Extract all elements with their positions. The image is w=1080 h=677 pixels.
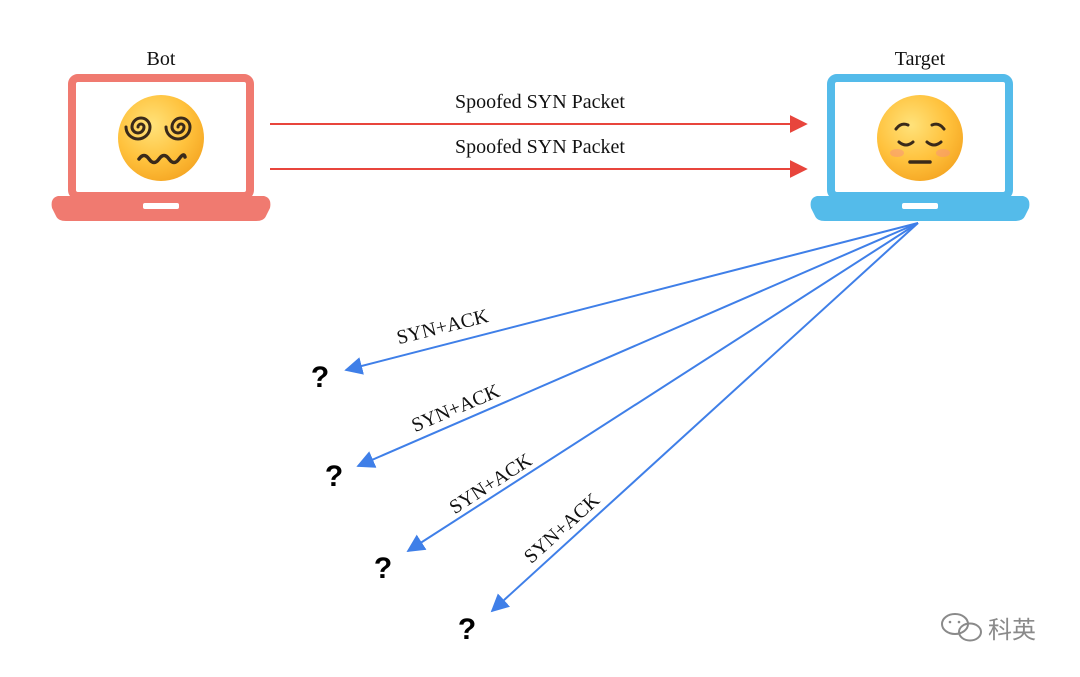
spoofed-arrow-label: Spoofed SYN Packet [455, 91, 625, 113]
unknown-recipient-mark: ? [374, 552, 392, 585]
synack-label: SYN+ACK [446, 449, 537, 519]
synack-arrow-2: SYN+ACK ? [325, 222, 919, 493]
watermark: 科英 [941, 613, 1036, 644]
synack-arrow-4: SYN+ACK ? [458, 222, 919, 646]
wechat-icon [941, 613, 982, 642]
bot-node: Bot [51, 48, 271, 221]
pensive-face-emoji [877, 95, 963, 181]
synack-label: SYN+ACK [395, 305, 492, 349]
unknown-recipient-mark: ? [325, 460, 343, 493]
watermark-text: 科英 [988, 616, 1036, 644]
unknown-recipient-mark: ? [311, 361, 329, 394]
unknown-recipient-mark: ? [458, 613, 476, 646]
target-node: Target [810, 48, 1030, 221]
dizzy-face-emoji [118, 95, 204, 181]
bot-label: Bot [147, 48, 176, 70]
target-laptop-icon [810, 74, 1030, 221]
spoofed-arrow-2: Spoofed SYN Packet [270, 136, 808, 178]
bot-laptop-icon [51, 74, 271, 221]
spoofed-arrow-label: Spoofed SYN Packet [455, 136, 625, 158]
synack-label: SYN+ACK [520, 489, 605, 568]
spoofed-arrow-1: Spoofed SYN Packet [270, 91, 808, 133]
target-label: Target [895, 48, 946, 70]
synack-arrow-1: SYN+ACK ? [311, 222, 919, 394]
